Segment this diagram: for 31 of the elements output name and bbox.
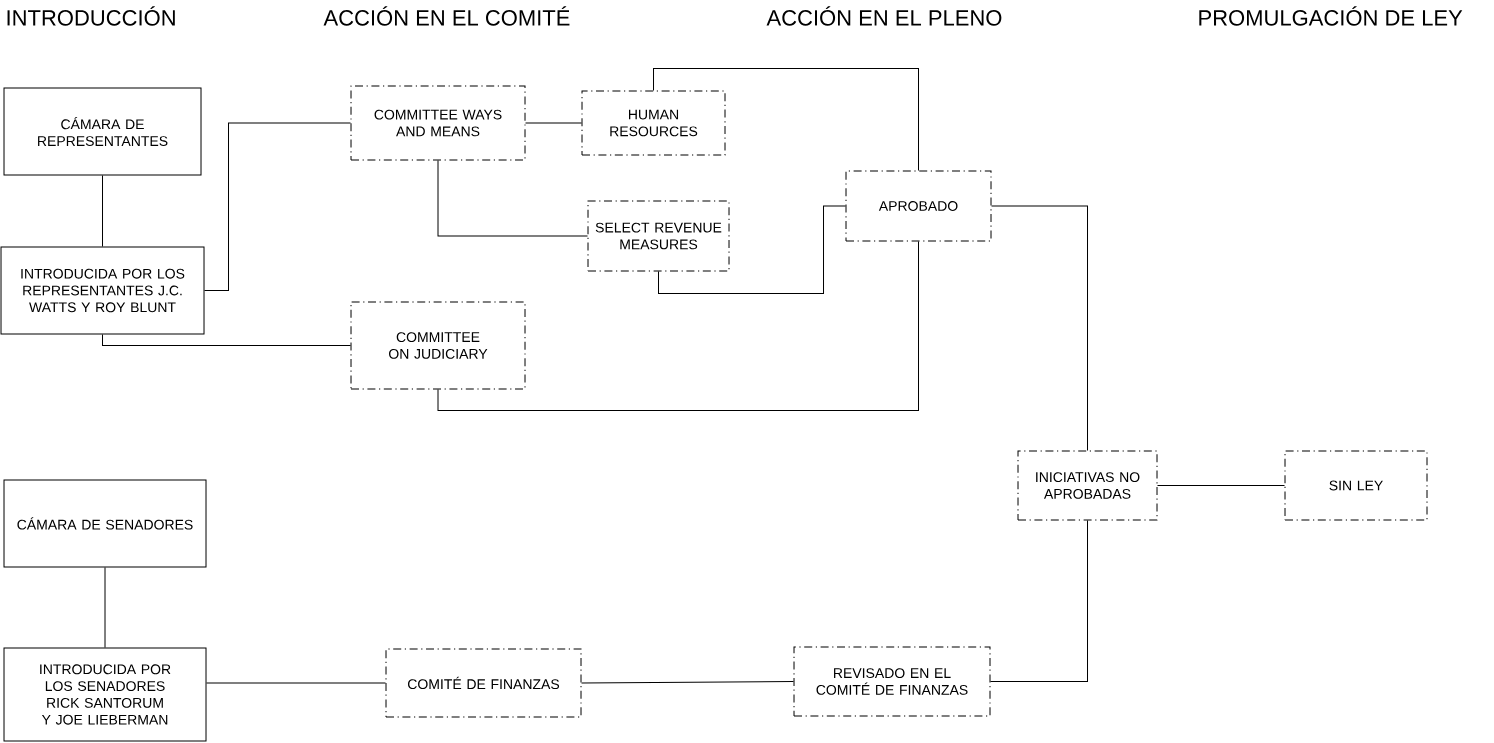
process-box: INTRODUCIDA POR LOS SENADORES RICK SANTORUM Y JOE LIEBERMAN [3,647,207,742]
process-box: SELECT REVENUE MEASURES [587,200,730,272]
column-heading: PROMULGACIÓN DE LEY [1199,6,1463,26]
connector-line [102,175,103,247]
connector-line [581,681,794,684]
connector-line [1157,485,1285,486]
connector-line [658,205,846,294]
process-box: COMITÉ DE FINANZAS [385,648,582,718]
column-heading: ACCIÓN EN EL COMITÉ [323,6,570,26]
process-box: COMMITTEE ON JUDICIARY [350,301,526,390]
connector-line [437,241,919,411]
process-box: HUMAN RESOURCES [581,90,726,156]
process-box: APROBADO [845,170,992,242]
column-heading: ACCIÓN EN EL PLENO [766,6,1002,26]
connector-line [653,68,919,171]
process-box: INICIATIVAS NO APROBADAS [1017,450,1158,521]
process-box: SIN LEY [1284,450,1428,521]
process-box: CÁMARA DE REPRESENTANTES [3,87,202,176]
connector-line [102,334,351,346]
column-heading: INTRODUCCIÓN [7,6,175,26]
connector-line [991,205,1088,451]
connector-line [204,122,351,291]
connector-line [104,567,106,648]
connector-line [206,682,386,684]
connector-line [437,160,588,237]
process-box: CÁMARA DE SENADORES [3,479,207,568]
process-box: COMMITTEE WAYS AND MEANS [350,85,526,161]
connector-line [990,520,1088,682]
connector-line [525,122,582,124]
process-box: REVISADO EN EL COMITÉ DE FINANZAS [793,646,991,717]
process-box: INTRODUCIDA POR LOS REPRESENTANTES J.C. WATTS Y ROY BLUNT [0,246,205,335]
